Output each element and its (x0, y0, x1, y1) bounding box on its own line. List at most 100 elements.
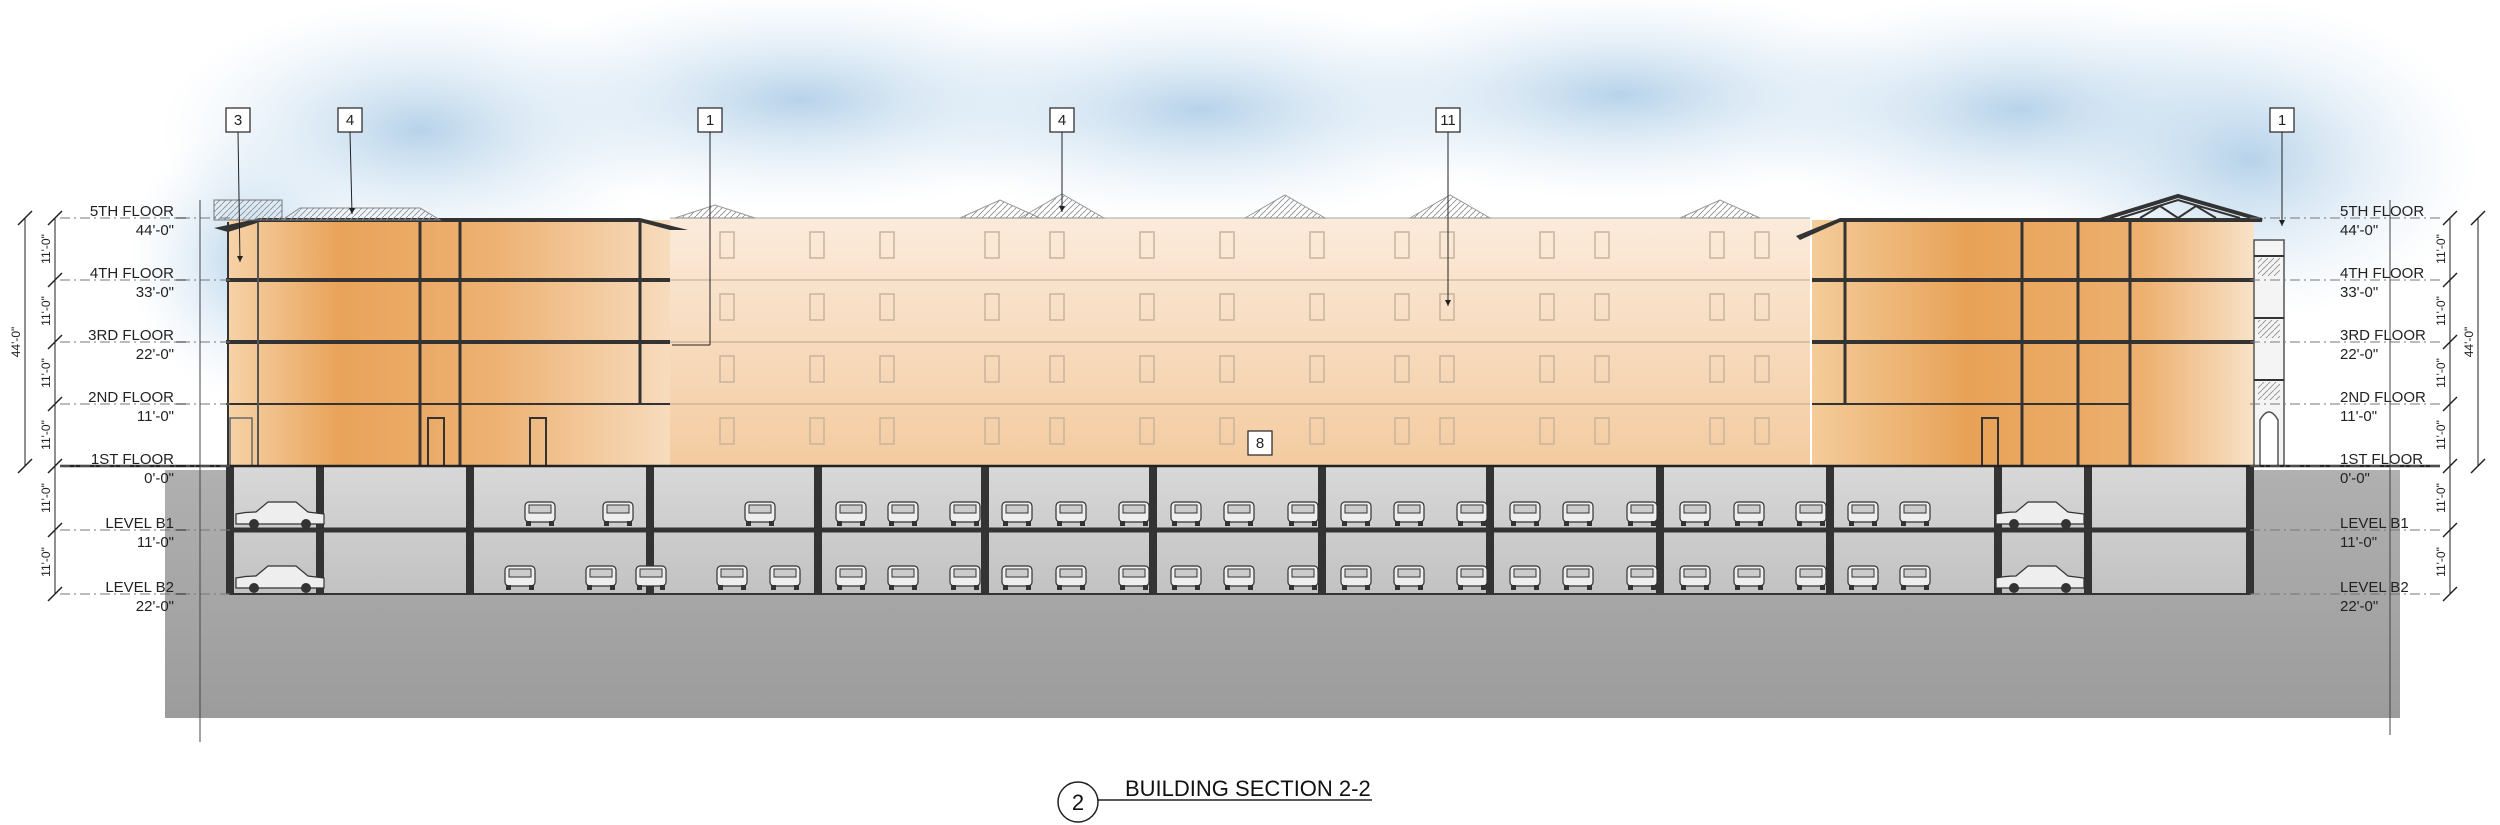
level-name: 5TH FLOOR (2340, 203, 2424, 220)
car-front-view (1340, 501, 1372, 526)
window-outline (1219, 417, 1235, 445)
car-side-view (1995, 565, 2085, 593)
window-outline (1754, 355, 1770, 383)
garage-column (1486, 466, 1494, 594)
car-front-view (585, 565, 617, 590)
window-outline (879, 417, 895, 445)
window-outline (1049, 355, 1065, 383)
car-front-view (744, 501, 776, 526)
car-front-view (1679, 501, 1711, 526)
level-elevation: 44'-0" (136, 222, 174, 239)
window-outline (1139, 417, 1155, 445)
window-outline (809, 355, 825, 383)
car-front-view (1287, 565, 1319, 590)
garage-column (1826, 466, 1834, 594)
window-outline (809, 417, 825, 445)
keynote-tag-number: 4 (1058, 112, 1066, 129)
car-front-view (1626, 565, 1658, 590)
roof-hip (1679, 199, 1761, 219)
window-outline (1594, 231, 1610, 259)
window-outline (1049, 417, 1065, 445)
roof-hip (1408, 194, 1492, 219)
garage-column (814, 466, 822, 594)
window-outline (719, 293, 735, 321)
car-front-view (524, 501, 556, 526)
car-front-view (835, 565, 867, 590)
dimension-floor-to-floor: 11'-0" (2434, 483, 2448, 513)
car-front-view (1393, 501, 1425, 526)
car-front-view (949, 565, 981, 590)
dimension-floor-to-floor: 11'-0" (39, 234, 53, 264)
car-front-view (1899, 501, 1931, 526)
level-elevation: 33'-0" (2340, 284, 2378, 301)
keynote-tag: 4 (1049, 107, 1075, 212)
window-outline (1754, 417, 1770, 445)
window-outline (1394, 417, 1410, 445)
window-outline (1394, 355, 1410, 383)
garage-column (981, 466, 989, 594)
right-building-wing (1796, 193, 2285, 467)
window-outline (1309, 231, 1325, 259)
car-front-view (1118, 501, 1150, 526)
dimension-floor-to-floor: 11'-0" (2434, 358, 2448, 388)
level-name: 2ND FLOOR (88, 389, 174, 406)
roof-hip (959, 199, 1041, 219)
dimension-floor-to-floor: 11'-0" (2434, 420, 2448, 450)
level-name: 3RD FLOOR (2340, 327, 2426, 344)
level-elevation: 22'-0" (2340, 598, 2378, 615)
window-outline (1394, 231, 1410, 259)
window-outline (879, 355, 895, 383)
window-outline (1219, 231, 1235, 259)
window-outline (1309, 355, 1325, 383)
level-name: LEVEL B1 (2340, 515, 2409, 532)
window-outline (1139, 231, 1155, 259)
car-front-view (769, 565, 801, 590)
car-front-view (1223, 565, 1255, 590)
car-front-view (1847, 501, 1879, 526)
window-outline (1219, 355, 1235, 383)
level-name: 2ND FLOOR (2340, 389, 2426, 406)
keynote-tag: 4 (337, 107, 363, 215)
car-front-view (887, 501, 919, 526)
dimension-strings: 11'-0" 11'-0" 11'-0" 11'-0" 11'-0" 11'-0" 44'-… (9, 210, 2486, 602)
window-outline (879, 293, 895, 321)
car-front-view (504, 565, 536, 590)
level-elevation: 11'-0" (137, 534, 174, 551)
window-outline (1049, 231, 1065, 259)
dimension-floor-to-floor: 11'-0" (2434, 296, 2448, 326)
keynote-tag: 3 (225, 107, 251, 263)
keynote-tag-number: 4 (346, 112, 354, 129)
dimension-floor-to-floor: 11'-0" (39, 296, 53, 326)
roof-hip (674, 204, 756, 219)
car-front-view (887, 565, 919, 590)
roof-hip (1243, 194, 1327, 219)
garage-column (1149, 466, 1157, 594)
window-outline (1539, 293, 1555, 321)
level-elevation: 11'-0" (2340, 534, 2377, 551)
car-front-view (1287, 501, 1319, 526)
keynote-tag: 8 (1247, 430, 1273, 456)
window-outline (1049, 293, 1065, 321)
car-front-view (1733, 501, 1765, 526)
garage-column (2084, 466, 2092, 594)
window-outline (1709, 231, 1725, 259)
keynote-tag-number: 11 (1440, 112, 1456, 129)
keynote-tag: 1 (2269, 107, 2295, 226)
section-title: BUILDING SECTION 2-2 (1125, 776, 1371, 801)
window-outline (1309, 417, 1325, 445)
car-front-view (1001, 565, 1033, 590)
window-outline (1594, 417, 1610, 445)
window-outline (984, 231, 1000, 259)
dimension-floor-to-floor: 11'-0" (2434, 234, 2448, 264)
level-name: 4TH FLOOR (90, 265, 174, 282)
window-outline (1709, 417, 1725, 445)
parking-garage (226, 465, 2254, 595)
window-outline (1309, 293, 1325, 321)
window-outline (1754, 231, 1770, 259)
